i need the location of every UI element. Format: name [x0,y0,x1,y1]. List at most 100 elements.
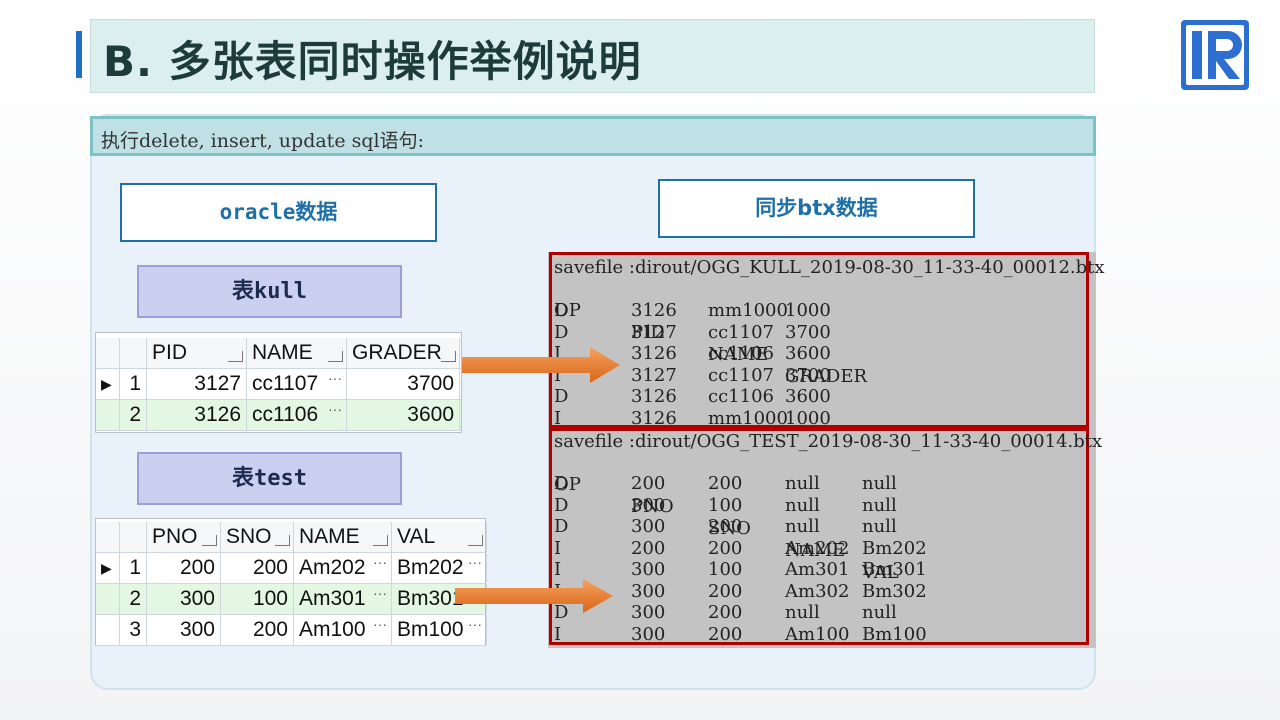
cell-name[interactable]: cc1107 [247,363,347,399]
col-header-name[interactable]: NAME [294,522,392,552]
btx-data-header: 同步btx数据 [658,179,975,238]
console-cell: D [554,602,569,623]
test-grid[interactable]: PNO SNO NAME VAL ▶ 1 200 200 Am202 Bm202… [95,518,487,646]
console-cell: Bm202 [862,537,927,559]
console-cell: null [862,494,897,516]
console-cell: null [785,516,820,537]
console-cell: D [554,300,569,321]
console-col: VAL [862,562,899,583]
console-cell: 200 [708,516,743,537]
cell-pno[interactable]: 300 [147,615,221,645]
cell-pno[interactable]: 200 [147,553,221,583]
col-header-name[interactable]: NAME [247,338,347,368]
console-cell: 300 [631,516,666,537]
console-col: OP [554,474,581,495]
console-cell: 3700 [785,364,831,386]
cell-sno[interactable]: 200 [221,553,294,583]
console-cell: 1000 [785,300,831,321]
cell-sno[interactable]: 100 [221,584,294,614]
console-col: NAME [708,344,769,365]
row-pointer-icon: ▶ [96,369,120,399]
console-cell: Bm301 [862,559,927,580]
cell-sno[interactable]: 200 [221,615,294,645]
console-cell: Bm100 [862,623,927,645]
cell-name[interactable]: Am100 [294,609,392,645]
console-cell: null [862,516,897,537]
page-title: B. 多张表同时操作举例说明 [103,37,642,86]
title-accent-bar [76,31,82,78]
console-cell: null [785,473,820,494]
console-cell: Am202 [785,537,850,559]
cell-val[interactable]: Bm202 [392,547,487,583]
console-cell: 3126 [631,343,677,364]
console-col: PNO [631,496,674,517]
console-path: savefile :dirout/OGG_KULL_2019-08-30_11-… [554,257,1105,278]
cell-grader[interactable]: 3600 [347,400,460,430]
row-pointer-empty [96,400,120,430]
col-header-grader[interactable]: GRADER [347,338,460,368]
console-cell: 200 [708,537,743,559]
console-cell: I [554,559,562,580]
arrow-right-icon [455,579,613,613]
row-number: 1 [120,553,147,583]
console-cell: D [554,386,569,407]
subtitle: 执行delete, insert, update sql语句: [101,130,424,152]
grid-corner [120,522,147,552]
console-cell: cc1107 [708,321,774,343]
col-header-val[interactable]: VAL [392,522,487,552]
console-cell: mm1000 [708,300,788,321]
console-path: savefile :dirout/OGG_TEST_2019-08-30_11-… [554,431,1103,452]
console-header-row: OP PNO SNO NAME VAL [554,452,1084,583]
col-header-sno[interactable]: SNO [221,522,294,552]
console-cell: cc1106 [708,386,774,407]
cell-name[interactable]: cc1106 [247,394,347,430]
table-row[interactable]: ▶ 1 3127 cc1107 3700 [96,363,461,400]
row-number: 2 [120,400,147,430]
brand-logo-icon [1181,20,1249,90]
col-header-pid[interactable]: PID [147,338,247,368]
test-grid-header-row: PNO SNO NAME VAL [96,522,487,553]
table-row[interactable]: ▶ 1 200 200 Am202 Bm202 [96,547,487,584]
console-cell: 3126 [631,407,677,429]
console-cell: 3700 [785,321,831,343]
console-header-row: OP PID NAME GRADER [554,278,1084,387]
cell-grader[interactable]: 3700 [347,369,460,399]
table-row[interactable]: 3 300 200 Am100 Bm100 [96,609,487,646]
console-cell: Am301 [785,559,850,580]
cell-pno[interactable]: 300 [147,584,221,614]
console-cell: 200 [708,623,743,645]
console-cell: 200 [708,602,743,623]
oracle-data-header: oracle数据 [120,183,437,242]
console-col: PID [631,322,665,343]
console-cell: null [785,602,820,623]
console-cell: 3126 [631,386,677,407]
console-cell: 200 [631,473,666,494]
col-header-pno[interactable]: PNO [147,522,221,552]
console-cell: null [785,494,820,516]
console-cell: cc1107 [708,364,774,386]
row-pointer-empty [96,615,120,645]
console-cell: 3600 [785,343,831,364]
cell-pid[interactable]: 3127 [147,369,247,399]
console-cell: 3126 [631,300,677,321]
table-row[interactable]: 2 300 100 Am301 Bm301 [96,578,487,615]
grid-corner [96,338,120,368]
subtitle-banner: 执行delete, insert, update sql语句: [90,116,1096,156]
kull-grid[interactable]: PID NAME GRADER ▶ 1 3127 cc1107 3700 2 3… [95,332,462,433]
console-cell: 300 [631,580,666,602]
cell-pid[interactable]: 3126 [147,400,247,430]
console-cell: Am100 [785,623,850,645]
row-number: 1 [120,369,147,399]
cell-name[interactable]: Am301 [294,578,392,614]
console-cell: null [862,473,897,494]
console-cell: mm1000 [708,407,788,429]
console-cell: Am302 [785,580,850,602]
cell-name[interactable]: Am202 [294,547,392,583]
table-row[interactable]: 2 3126 cc1106 3600 [96,394,461,431]
console-row: I300200Am302Bm302 [554,581,1084,603]
kull-grid-header-row: PID NAME GRADER [96,338,461,369]
cell-val[interactable]: Bm100 [392,609,487,645]
